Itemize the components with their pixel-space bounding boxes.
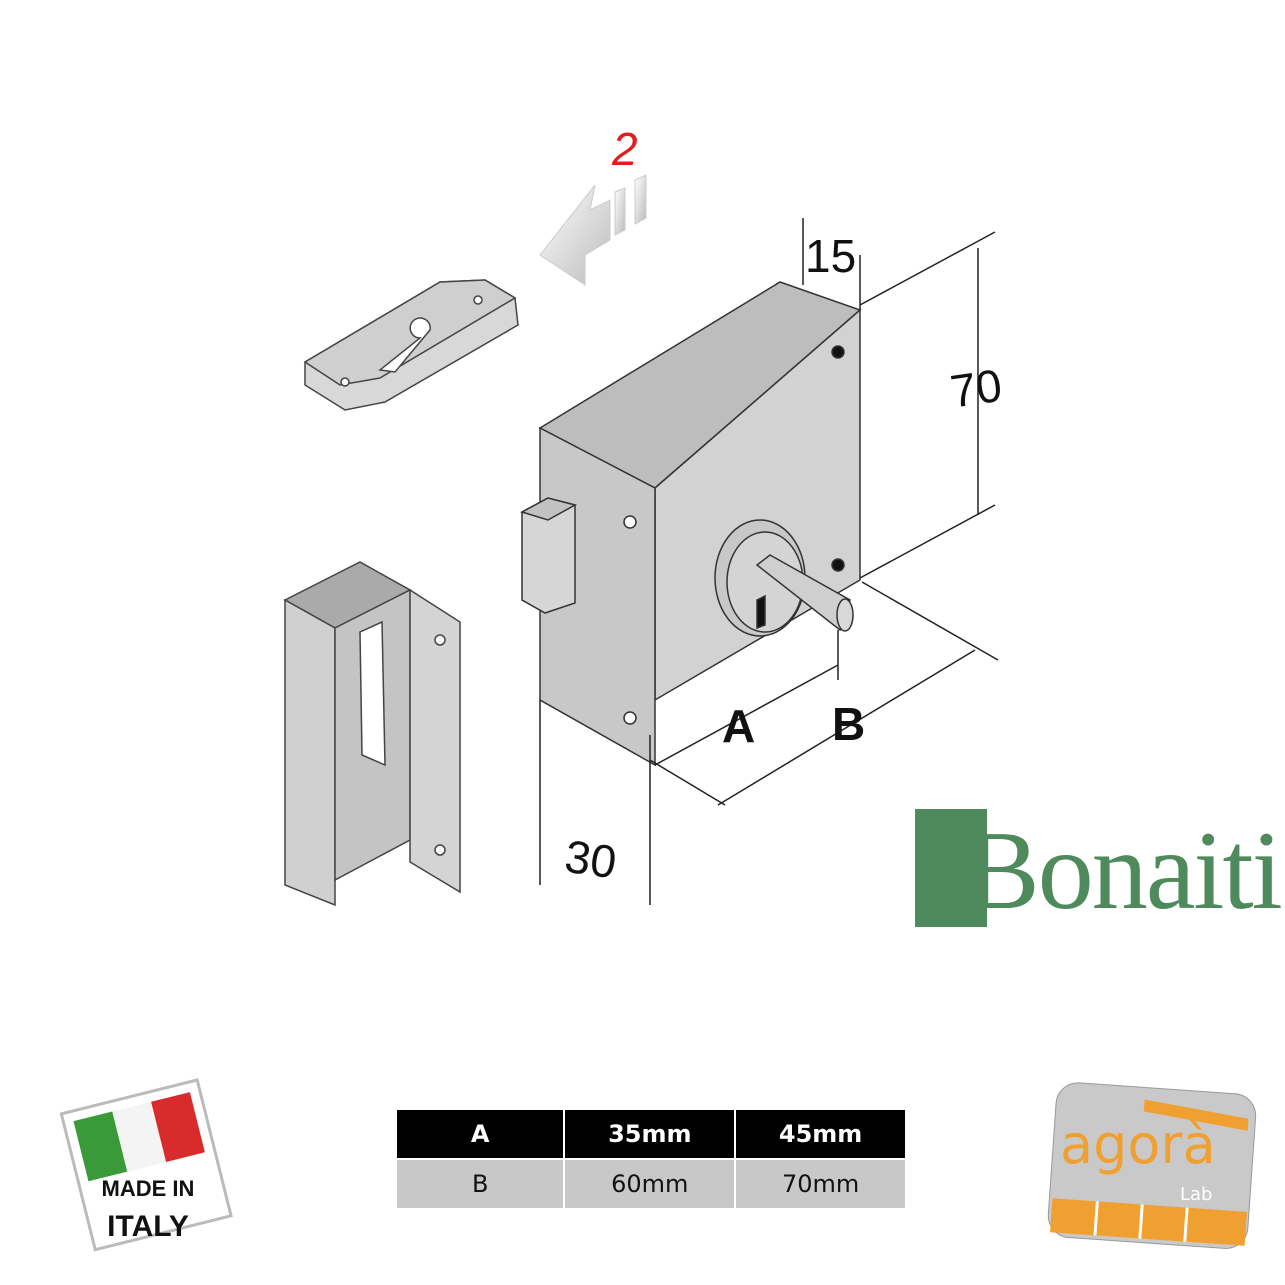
table-row: B 60mm 70mm (394, 1158, 907, 1210)
keyhole-escutcheon (303, 279, 519, 411)
bonaiti-logo: Bonaiti (915, 805, 1283, 930)
table-cell: B (394, 1158, 566, 1210)
dimension-lines (539, 218, 999, 905)
table-cell: 35mm (563, 1108, 737, 1160)
made-in-italy-badge: MADE IN ITALY (59, 1078, 233, 1252)
dimension-table: A 35mm 45mm B 60mm 70mm (394, 1108, 907, 1210)
table-cell: A (394, 1108, 566, 1160)
made-in-text: MADE IN (102, 1176, 195, 1201)
dimension-b: B (832, 698, 865, 750)
table-cell: 60mm (563, 1158, 737, 1210)
direction-arrow-icon (539, 174, 647, 286)
bonaiti-mark (915, 809, 987, 927)
bonaiti-wordmark: Bonaiti (965, 809, 1283, 933)
strike-box (283, 561, 461, 907)
dimension-width: 30 (562, 830, 620, 889)
lab-text: Lab (1180, 1184, 1212, 1205)
table-cell: 70mm (734, 1158, 907, 1210)
dimension-depth: 15 (805, 230, 856, 282)
agora-lab-logo: agorà Lab (1047, 1082, 1257, 1249)
callout-number: 2 (611, 123, 638, 175)
table-row: A 35mm 45mm (394, 1108, 907, 1160)
agora-text: agorà (1060, 1113, 1216, 1176)
table-cell: 45mm (734, 1108, 907, 1160)
dimension-height: 70 (947, 359, 1005, 418)
dimension-a: A (722, 700, 755, 752)
lock-body (520, 281, 862, 767)
italy-text: ITALY (107, 1210, 189, 1243)
